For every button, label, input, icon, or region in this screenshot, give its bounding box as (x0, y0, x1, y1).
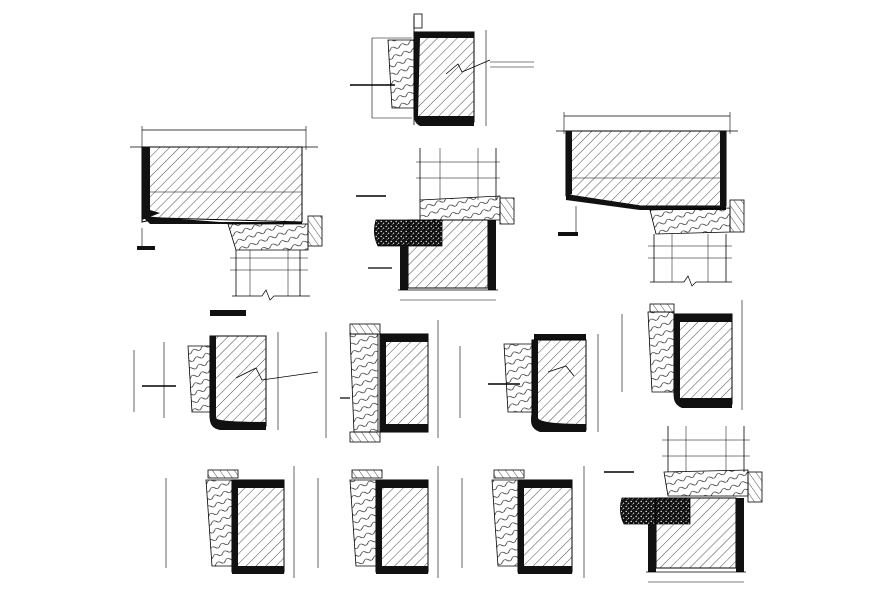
detail-jamb-section-row3-d (621, 300, 743, 410)
detail-jamb-section-row3-a (133, 310, 319, 430)
detail-frame-section-top-center (350, 13, 534, 126)
detail-sill-section-left (130, 126, 323, 301)
detail-jamb-section-row4-c (461, 466, 585, 578)
detail-jamb-section-row3-b (325, 320, 439, 443)
detail-sill-section-center (356, 148, 515, 301)
detail-jamb-section-row4-a (165, 466, 295, 578)
detail-sill-section-bottom-right (604, 426, 763, 583)
detail-jamb-section-row3-c (459, 334, 599, 432)
detail-jamb-section-row4-b (317, 466, 439, 578)
detail-sill-section-right (556, 112, 745, 287)
